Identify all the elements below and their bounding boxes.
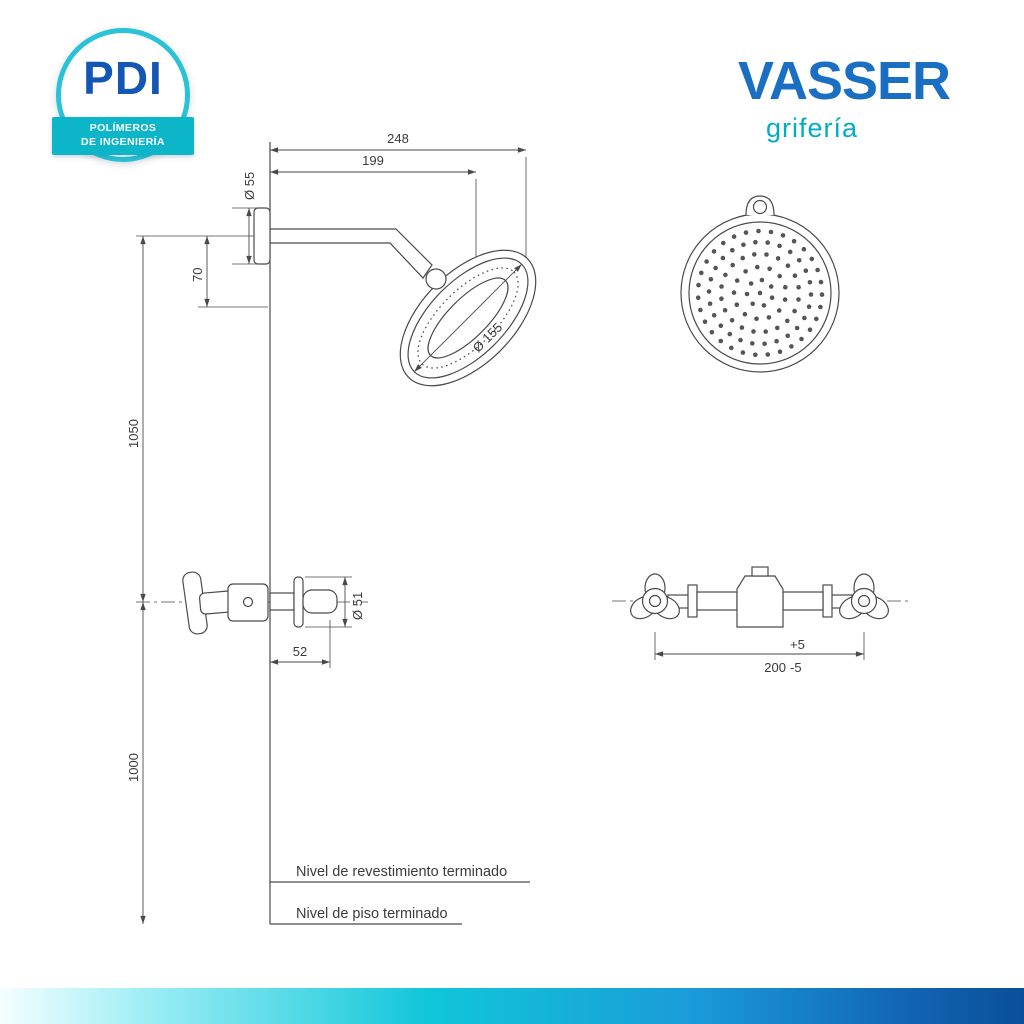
dim-52-label: 52 <box>293 644 307 659</box>
ball-joint <box>425 268 447 290</box>
left-flange <box>687 584 698 618</box>
label-finished-floor: Nivel de piso terminado <box>296 906 448 922</box>
label-finished-wall: Nivel de revestimiento terminado <box>296 864 507 880</box>
pdi-logo-circle: PDI POLÍMEROS DE INGENIERÍA <box>52 28 194 162</box>
mixer-front: +5 200 -5 <box>612 566 908 675</box>
valve-body-detail <box>242 596 254 608</box>
pdi-tagline-line1: POLÍMEROS <box>89 122 157 134</box>
dim-escutcheon-label: Ø 51 <box>350 592 365 620</box>
right-pipe <box>782 591 824 611</box>
dim-1050-label: 1050 <box>126 419 141 448</box>
valve-stem <box>269 592 295 611</box>
side-view: 248 199 Ø 55 70 1050 1000 Ø 155 <box>126 131 537 925</box>
dim-flange-label: Ø 55 <box>242 172 257 200</box>
head-front-rim <box>688 221 832 365</box>
trim-handle-side <box>302 589 338 614</box>
shower-head-side: Ø 155 <box>269 228 537 387</box>
dim-248-label: 248 <box>387 131 409 146</box>
handle-left <box>630 573 680 620</box>
dim-tol-minus-label: -5 <box>790 660 802 675</box>
pdi-tagline-line2: DE INGENIERÍA <box>81 135 165 148</box>
right-flange <box>822 584 833 618</box>
dim-70-label: 70 <box>190 268 205 282</box>
wall-flange <box>253 207 271 265</box>
footer-gradient-bar <box>0 988 1024 1024</box>
escutcheon-side <box>293 576 304 628</box>
pdi-logo-banner: POLÍMEROS DE INGENIERÍA <box>52 117 194 156</box>
spray-holes <box>695 228 825 358</box>
dimline-head-diameter <box>413 263 523 373</box>
valve-body <box>227 583 269 622</box>
center-body <box>736 575 784 628</box>
mixer-side <box>182 571 338 635</box>
handle-right <box>839 573 889 620</box>
left-pipe <box>696 591 738 611</box>
center-body-nub <box>751 566 769 577</box>
vasser-tagline-text: grifería <box>765 113 858 143</box>
shower-arm <box>269 228 433 279</box>
vasser-brand-text: VASSER <box>737 51 951 111</box>
dim-199-label: 199 <box>362 153 384 168</box>
hanger-hole <box>752 199 768 215</box>
pdi-logo: PDI POLÍMEROS DE INGENIERÍA <box>52 28 196 168</box>
shower-head-front <box>680 195 840 373</box>
pdi-logo-acronym: PDI <box>83 52 163 104</box>
vasser-logo: VASSER grifería <box>737 51 951 144</box>
dim-200-label: 200 <box>764 660 786 675</box>
dim-1000-label: 1000 <box>126 753 141 782</box>
handle-cap <box>648 594 662 608</box>
handle-cap <box>857 594 871 608</box>
dim-tol-plus-label: +5 <box>790 637 805 652</box>
